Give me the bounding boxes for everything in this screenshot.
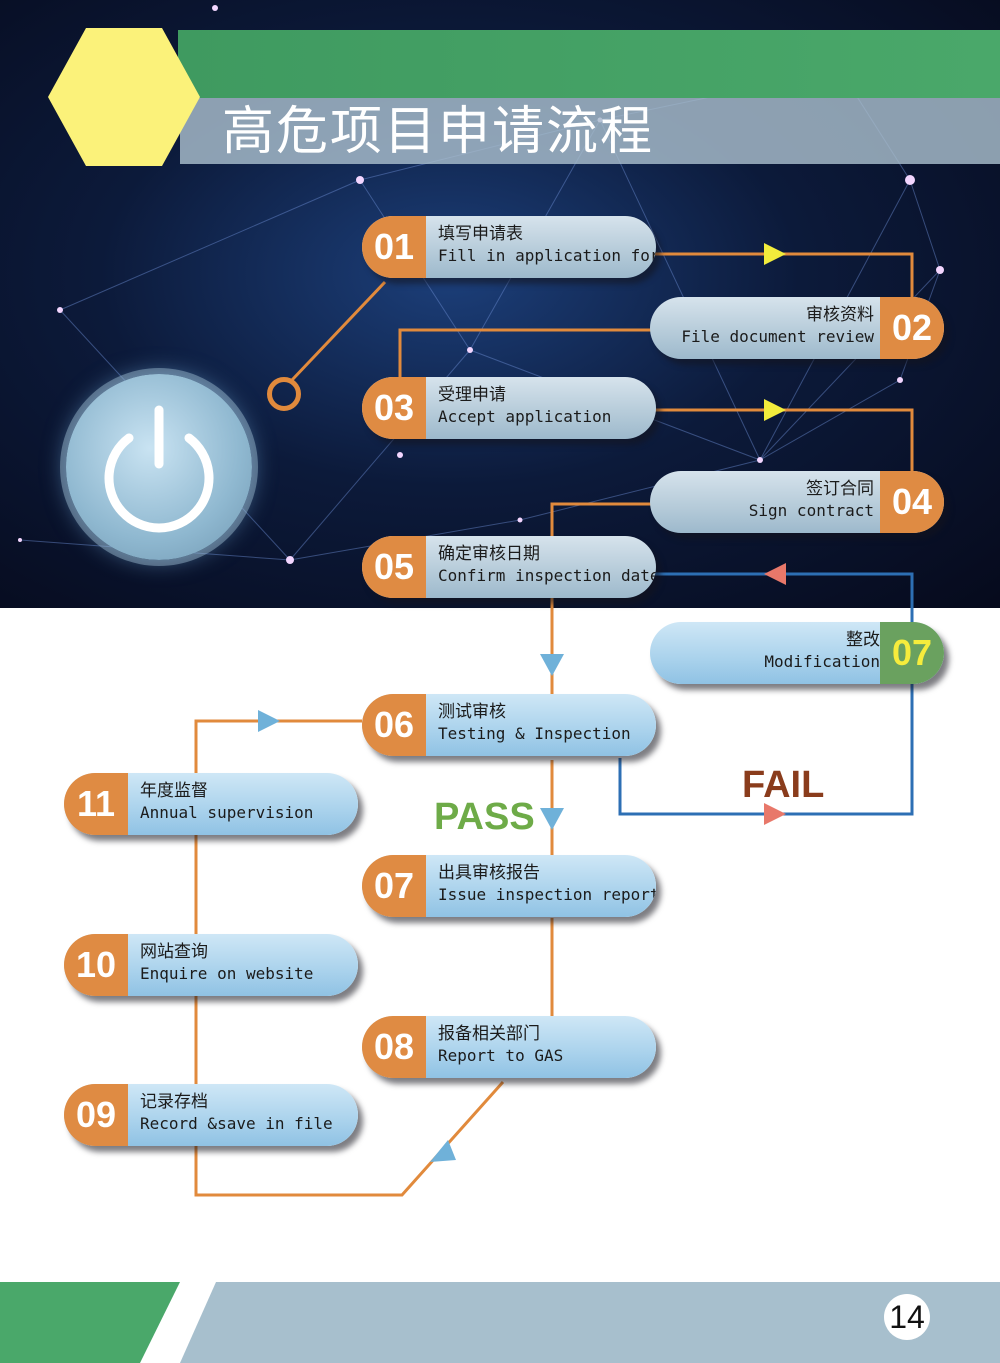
pass-label: PASS	[434, 796, 535, 838]
step-number: 05	[362, 536, 426, 598]
step-label-zh: 确定审核日期	[438, 544, 540, 564]
step-number: 02	[880, 297, 944, 359]
step-07-report: 07 出具审核报告 Issue inspection report	[362, 855, 656, 917]
step-label-en: File document review	[681, 327, 874, 346]
step-09: 09 记录存档 Record &save in file	[64, 1084, 358, 1146]
step-label-en: Accept application	[438, 407, 612, 426]
arrow-icon	[430, 1140, 456, 1162]
step-label-en: Record &save in file	[140, 1114, 333, 1133]
arrow-icon	[540, 654, 564, 676]
step-label-zh: 签订合同	[806, 479, 874, 499]
arrow-icon	[540, 808, 564, 830]
step-label-zh: 审核资料	[806, 305, 874, 325]
step-number: 07	[362, 855, 426, 917]
step-number: 09	[64, 1084, 128, 1146]
step-label-en: Annual supervision	[140, 803, 314, 822]
step-label-zh: 填写申请表	[438, 224, 523, 244]
step-label-zh: 出具审核报告	[438, 863, 540, 883]
step-label-zh: 受理申请	[438, 385, 506, 405]
fail-label: FAIL	[742, 764, 825, 806]
step-label-en: Issue inspection report	[438, 885, 656, 904]
power-icon	[66, 374, 252, 560]
step-label-zh: 记录存档	[140, 1092, 208, 1112]
step-06: 06 测试审核 Testing & Inspection	[362, 694, 656, 756]
step-label-en: Modification	[764, 652, 880, 671]
step-label-en: Enquire on website	[140, 964, 314, 983]
step-label-zh: 网站查询	[140, 942, 208, 962]
step-label-en: Sign contract	[748, 501, 874, 520]
step-label-zh: 年度监督	[140, 781, 208, 801]
step-05: 05 确定审核日期 Confirm inspection date	[362, 536, 656, 598]
arrow-icon	[258, 710, 280, 732]
step-07-modification: 07 整改 Modification	[650, 622, 944, 684]
step-label-en: Testing & Inspection	[438, 724, 631, 743]
page-title: 高危项目申请流程	[222, 102, 655, 162]
step-number: 01	[362, 216, 426, 278]
step-label-zh: 报备相关部门	[438, 1024, 540, 1044]
step-10: 10 网站查询 Enquire on website	[64, 934, 358, 996]
footer-green-band	[0, 1282, 180, 1363]
connector-node	[267, 377, 301, 411]
step-number: 08	[362, 1016, 426, 1078]
step-number: 06	[362, 694, 426, 756]
step-04: 04 签订合同 Sign contract	[650, 471, 944, 533]
step-label-zh: 整改	[846, 630, 880, 650]
step-label-en: Confirm inspection date	[438, 566, 656, 585]
step-number: 11	[64, 773, 128, 835]
step-03: 03 受理申请 Accept application	[362, 377, 656, 439]
step-11: 11 年度监督 Annual supervision	[64, 773, 358, 835]
footer-blue-band	[180, 1282, 1000, 1363]
step-number: 07	[880, 622, 944, 684]
step-number: 10	[64, 934, 128, 996]
step-02: 02 审核资料 File document review	[650, 297, 944, 359]
step-number: 04	[880, 471, 944, 533]
page-number: 14	[884, 1294, 930, 1340]
step-label-zh: 测试审核	[438, 702, 506, 722]
step-label-en: Report to GAS	[438, 1046, 564, 1065]
step-08: 08 报备相关部门 Report to GAS	[362, 1016, 656, 1078]
title-band	[180, 98, 1000, 164]
step-01: 01 填写申请表 Fill in application form	[362, 216, 656, 278]
step-number: 03	[362, 377, 426, 439]
title-accent-band	[178, 30, 1000, 98]
step-label-en: Fill in application form	[438, 246, 656, 265]
